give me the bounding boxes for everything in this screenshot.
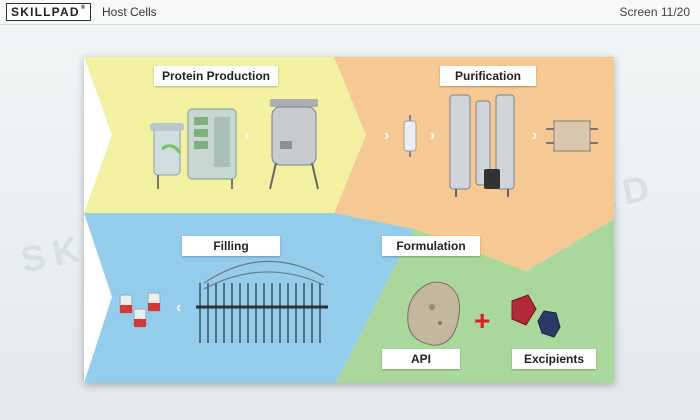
steel-tank-icon <box>269 99 319 190</box>
chevron-right-icon: › <box>244 127 250 144</box>
bioreactor-icon <box>150 108 237 189</box>
purification-label: Purification <box>440 66 536 86</box>
vials-icon <box>119 292 161 328</box>
filling-label: Filling <box>182 236 280 256</box>
formulation-label: Formulation <box>382 236 480 256</box>
chevron-right-icon: › <box>384 127 390 144</box>
membrane-cassette-icon <box>546 120 598 152</box>
protein-production-label: Protein Production <box>154 66 278 86</box>
skillpad-logo: SKILLPAD® <box>6 3 92 21</box>
filter-cartridge-icon <box>403 115 417 157</box>
formulation-region <box>336 219 614 383</box>
chevron-left-icon: ‹ <box>176 299 182 316</box>
trademark-symbol: ® <box>80 5 86 11</box>
excipients-icon <box>511 294 561 338</box>
api-rock-icon <box>407 281 461 346</box>
logo-text: SKILLPAD <box>11 5 80 19</box>
filling-region <box>84 213 414 383</box>
process-diagram: Protein Production Purification Filling … <box>84 57 614 383</box>
chevron-right-icon: › <box>532 127 538 144</box>
page-title: Host Cells <box>102 5 157 19</box>
api-label: API <box>382 349 460 369</box>
diagram-background <box>84 57 614 383</box>
top-bar: SKILLPAD® Host Cells Screen 11/20 <box>0 0 700 25</box>
purification-region <box>334 57 614 271</box>
screen-counter: Screen 11/20 <box>619 5 691 19</box>
filling-machine-icon <box>196 260 328 343</box>
chromatography-columns-icon <box>449 94 515 197</box>
excipients-label: Excipients <box>512 349 596 369</box>
plus-icon: + <box>474 305 491 336</box>
chevron-right-icon: › <box>430 127 436 144</box>
